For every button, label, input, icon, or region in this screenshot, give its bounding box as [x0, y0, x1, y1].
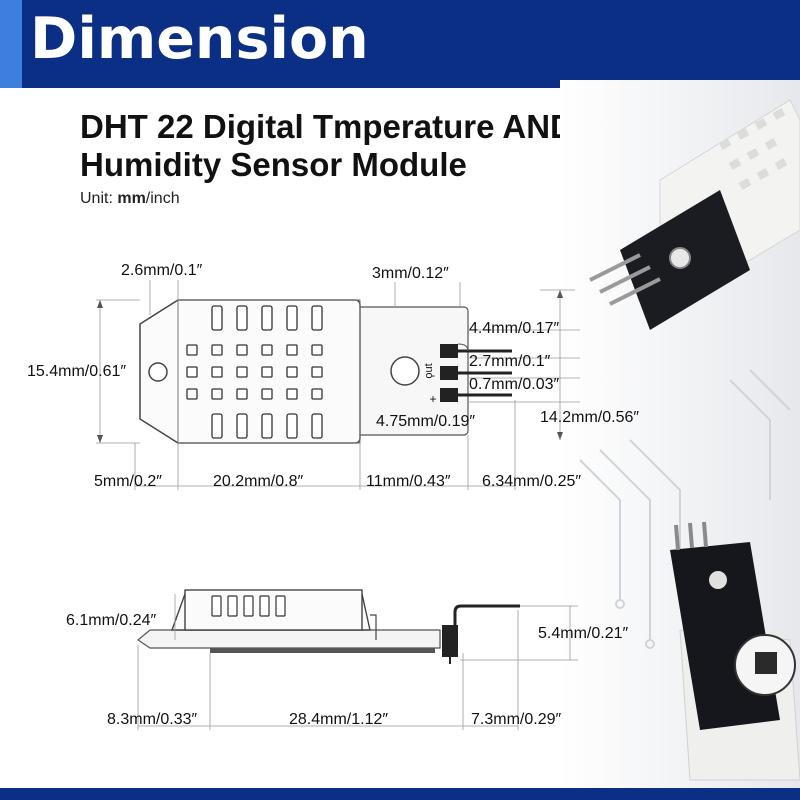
side-view-dimension-lines	[137, 594, 578, 730]
top-view-grille	[186, 305, 323, 439]
footer-bar	[0, 788, 800, 800]
banner-title: Dimension	[30, 6, 369, 72]
dim-board-width: 11mm/0.43″	[366, 473, 451, 490]
top-view-board-hole	[390, 356, 420, 386]
side-view-header-block	[442, 625, 458, 657]
product-title: DHT 22 Digital Tmperature AND Humidity S…	[80, 108, 640, 184]
dim-pin-overhang: 7.3mm/0.29″	[471, 711, 562, 728]
header-banner: Dimension	[0, 0, 800, 88]
dim-pin-width: 0.7mm/0.03″	[469, 376, 560, 393]
unit-suffix: /inch	[145, 190, 180, 207]
product-title-line1: DHT 22 Digital Tmperature AND	[80, 108, 574, 145]
unit-prefix: Unit:	[80, 190, 118, 207]
top-view-mount-hole	[148, 362, 168, 382]
dim-left-tab: 8.3mm/0.33″	[107, 711, 198, 728]
top-photo-mount-hole	[669, 247, 691, 269]
top-product-photo	[589, 99, 800, 330]
dim-body-length: 28.4mm/1.12″	[289, 711, 389, 728]
dim-sensor-height: 6.1mm/0.24″	[66, 612, 157, 629]
bottom-product-photo	[670, 521, 800, 781]
dim-height: 15.4mm/0.61″	[27, 363, 127, 380]
bottom-photo-mount-hole	[709, 571, 727, 589]
side-view-grille	[211, 595, 286, 617]
top-view-sensor-frame	[177, 299, 361, 444]
dim-board-height: 14.2mm/0.56″	[540, 409, 640, 426]
unit-label: Unit: mm/inch	[80, 190, 180, 208]
top-view-dimension-lines	[96, 280, 580, 490]
product-title-line2: Humidity Sensor Module	[80, 146, 467, 183]
top-view-pin-header	[440, 343, 512, 402]
bottom-photo-pins	[674, 521, 708, 551]
top-view-arrow-heads	[97, 290, 563, 443]
dim-pin-block: 4.75mm/0.19″	[376, 413, 476, 430]
dim-pin-pitch: 2.7mm/0.1″	[469, 353, 551, 370]
top-photo-pins	[589, 253, 661, 306]
pin-label-minus: -	[431, 368, 435, 382]
product-photo-panel	[560, 80, 800, 790]
dim-left-edge: 5mm/0.2″	[94, 473, 162, 490]
bottom-photo-sensor-chip	[755, 652, 777, 674]
pin-label-plus: +	[429, 392, 436, 406]
top-photo-sensor-grille	[718, 108, 788, 190]
dim-board-tail: 3mm/0.12″	[372, 265, 449, 282]
side-view-pcb	[136, 629, 441, 649]
side-view	[136, 589, 578, 730]
side-view-pcb-edge	[210, 648, 435, 653]
side-view-pin	[453, 604, 520, 625]
top-view: out - +	[96, 280, 580, 490]
banner-accent-bar	[0, 0, 22, 88]
circuit-trace-pattern	[579, 369, 791, 649]
unit-value: mm	[117, 190, 146, 207]
dim-hole-offset: 2.6mm/0.1″	[121, 262, 203, 279]
pin-label-out: out	[423, 363, 435, 378]
top-view-sensor-body	[139, 299, 361, 444]
dim-sensor-width: 20.2mm/0.8″	[213, 473, 304, 490]
dim-pin-extension: 6.34mm/0.25″	[482, 473, 582, 490]
dim-pin-height: 5.4mm/0.21″	[538, 625, 629, 642]
top-view-pin-bend	[457, 343, 469, 352]
dim-pin-length: 4.4mm/0.17″	[469, 320, 560, 337]
side-view-sensor-lead	[370, 614, 377, 640]
